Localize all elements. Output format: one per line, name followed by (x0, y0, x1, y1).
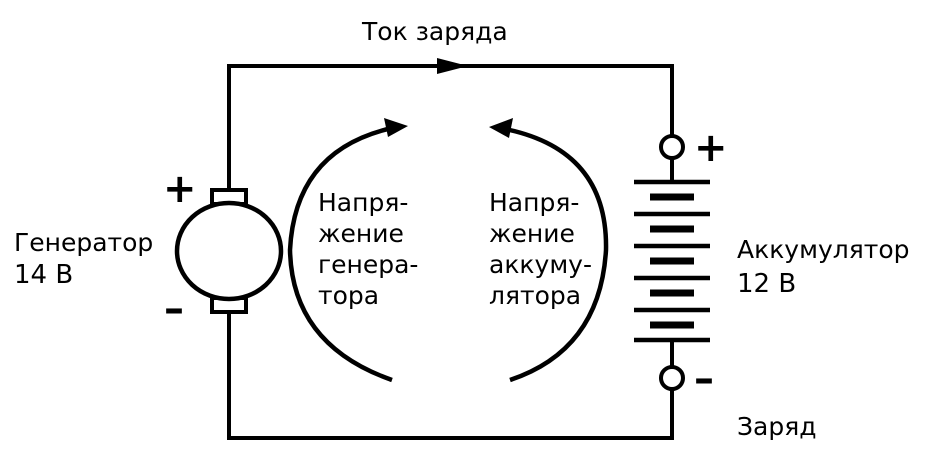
generator-armature (174, 200, 284, 302)
battery-name-label: Аккумулятор (737, 235, 910, 264)
arc-arrowhead-left-icon (489, 118, 513, 138)
battery-cells-icon (634, 134, 710, 391)
battery-positive-terminal (659, 134, 685, 160)
battery-emf-line: жение (489, 219, 575, 248)
charge-label: Заряд (737, 412, 817, 441)
generator-minus-sign: – (164, 286, 184, 332)
generator-name-label: Генератор (14, 228, 153, 257)
generator-emf-line: Напря- (318, 188, 408, 217)
generator-voltage-arc (287, 118, 408, 383)
generator-emf-line: генера- (318, 250, 418, 279)
battery-emf-line: аккуму- (489, 250, 592, 279)
battery-emf-line: Напря- (489, 188, 579, 217)
battery-negative-terminal (659, 365, 685, 391)
top-wire (227, 64, 674, 192)
generator-voltage-label: 14 В (14, 260, 73, 290)
dc-generator-icon (174, 188, 284, 314)
battery-plus-sign: + (694, 125, 728, 171)
charge-current-label: Ток заряда (361, 17, 508, 46)
battery-minus-sign: – (694, 356, 714, 402)
arrow-right-icon (437, 58, 468, 74)
generator-plus-sign: + (163, 166, 197, 212)
battery-voltage-label: 12 В (737, 269, 796, 299)
battery-voltage-arc (489, 118, 609, 383)
generator-emf-line: жение (318, 219, 404, 248)
battery-voltage-text: Напря- жение аккуму- лятора (489, 188, 600, 310)
bottom-wire (227, 311, 674, 440)
battery-emf-line: лятора (489, 281, 581, 310)
generator-emf-line: тора (318, 281, 379, 310)
generator-voltage-text: Напря- жение генера- тора (318, 188, 426, 310)
arc-arrowhead-right-icon (384, 118, 408, 137)
